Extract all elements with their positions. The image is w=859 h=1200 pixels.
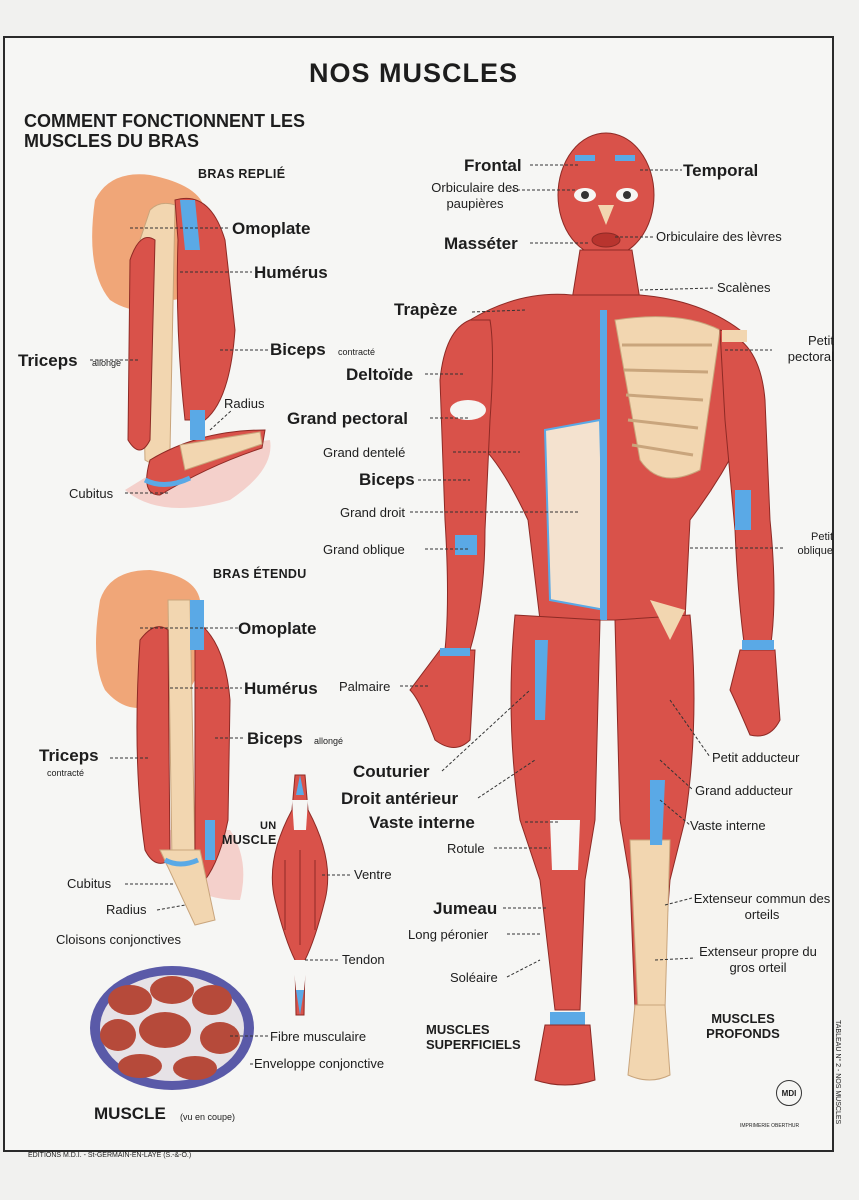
- mdi-logo-text: MDI: [781, 1088, 797, 1098]
- bent-arm-heading: BRAS REPLIÉ: [198, 167, 286, 181]
- label-deltoide: Deltoïde: [346, 365, 414, 384]
- label-humerus-extended: Humérus: [244, 679, 318, 698]
- label-jumeau: Jumeau: [433, 899, 498, 918]
- footer-publisher: ÉDITIONS M.D.I. - St-GERMAIN-EN-LAYE (S.…: [28, 1152, 192, 1159]
- label-biceps-body: Biceps: [359, 470, 415, 489]
- cross-section-caption: MUSCLE: [94, 1104, 166, 1123]
- caption-profonds: MUSCLES PROFONDS: [706, 1011, 780, 1041]
- label-triceps-extended-state: contracté: [47, 768, 85, 778]
- label-frontal: Frontal: [464, 156, 522, 175]
- muscle-cross-section: [90, 966, 254, 1090]
- label-masseter: Masséter: [444, 234, 518, 253]
- triceps-extended: [136, 626, 171, 864]
- label-triceps-extended: Triceps: [39, 746, 99, 765]
- label-cubitus-bent: Cubitus: [69, 486, 114, 501]
- label-droit-anterieur: Droit antérieur: [341, 789, 459, 808]
- label-humerus-bent: Humérus: [254, 263, 328, 282]
- label-soleaire: Soléaire: [450, 970, 498, 985]
- label-grand-oblique: Grand oblique: [323, 542, 405, 557]
- label-omoplate-extended: Omoplate: [238, 619, 317, 638]
- section-subtitle: COMMENT FONCTIONNENT LES MUSCLES DU BRAS: [24, 111, 305, 151]
- single-muscle-heading-2: MUSCLE: [222, 833, 277, 847]
- label-couturier: Couturier: [353, 762, 430, 781]
- single-muscle-figure: [271, 774, 329, 1016]
- label-triceps-bent: Triceps: [18, 351, 78, 370]
- label-enveloppe: Enveloppe conjonctive: [254, 1056, 385, 1071]
- extended-arm-figure: [96, 570, 244, 926]
- triceps-bent: [127, 237, 156, 451]
- biceps-bent: [174, 198, 236, 421]
- page-title: NOS MUSCLES: [309, 58, 519, 88]
- label-petit-oblique: Petit oblique: [797, 531, 833, 558]
- label-tendon: Tendon: [342, 952, 385, 967]
- label-vaste-interne-left: Vaste interne: [369, 813, 475, 832]
- label-cloisons: Cloisons conjonctives: [56, 932, 182, 947]
- label-palmaire: Palmaire: [339, 679, 391, 694]
- label-scalenes: Scalènes: [717, 280, 771, 295]
- bent-arm-figure: [92, 174, 271, 508]
- label-ventre: Ventre: [354, 867, 392, 882]
- label-radius-extended: Radius: [106, 902, 147, 917]
- label-petit-pectoral: Petit pectoral: [787, 333, 834, 365]
- mdi-logo: MDI: [776, 1080, 802, 1106]
- cross-section-note: (vu en coupe): [180, 1112, 236, 1122]
- label-radius-bent: Radius: [224, 396, 265, 411]
- label-orbiculaire-levres: Orbiculaire des lèvres: [656, 229, 782, 244]
- label-omoplate-bent: Omoplate: [232, 219, 311, 238]
- label-orbiculaire-paupieres: Orbiculaire des paupières: [431, 180, 519, 212]
- side-tableau-text: TABLEAU N° 2 - NOS MUSCLES: [834, 1020, 841, 1125]
- label-rotule: Rotule: [447, 841, 485, 856]
- label-biceps-bent: Biceps: [270, 340, 326, 359]
- label-biceps-extended-state: allongé: [314, 736, 344, 746]
- footer-printer: IMPRIMERIE OBERTHUR: [740, 1123, 800, 1129]
- label-biceps-extended: Biceps: [247, 729, 303, 748]
- label-long-peronier: Long péronier: [408, 927, 489, 942]
- label-grand-adducteur: Grand adducteur: [695, 783, 793, 798]
- single-muscle-heading-1: UN: [260, 820, 277, 832]
- label-vaste-interne-right: Vaste interne: [690, 818, 766, 833]
- caption-superficiels: MUSCLES SUPERFICIELS: [426, 1022, 521, 1052]
- biceps-extended: [194, 619, 231, 881]
- label-grand-dentele: Grand dentelé: [323, 445, 406, 460]
- label-extenseur-commun: Extenseur commun des orteils: [693, 891, 831, 922]
- label-triceps-bent-state: allongé: [92, 358, 122, 368]
- label-extenseur-propre: Extenseur propre du gros orteil: [699, 944, 817, 975]
- human-body-figure: [409, 132, 781, 1086]
- extended-arm-heading: BRAS ÉTENDU: [213, 567, 307, 581]
- label-fibre: Fibre musculaire: [270, 1029, 367, 1044]
- label-temporal: Temporal: [683, 161, 759, 180]
- leader-lines: [90, 164, 785, 1065]
- label-trapeze: Trapèze: [394, 300, 458, 319]
- label-petit-adducteur: Petit adducteur: [712, 750, 800, 765]
- label-cubitus-extended: Cubitus: [67, 876, 112, 891]
- label-grand-pectoral: Grand pectoral: [287, 409, 408, 428]
- label-grand-droit: Grand droit: [340, 505, 406, 520]
- label-biceps-bent-state: contracté: [338, 347, 376, 357]
